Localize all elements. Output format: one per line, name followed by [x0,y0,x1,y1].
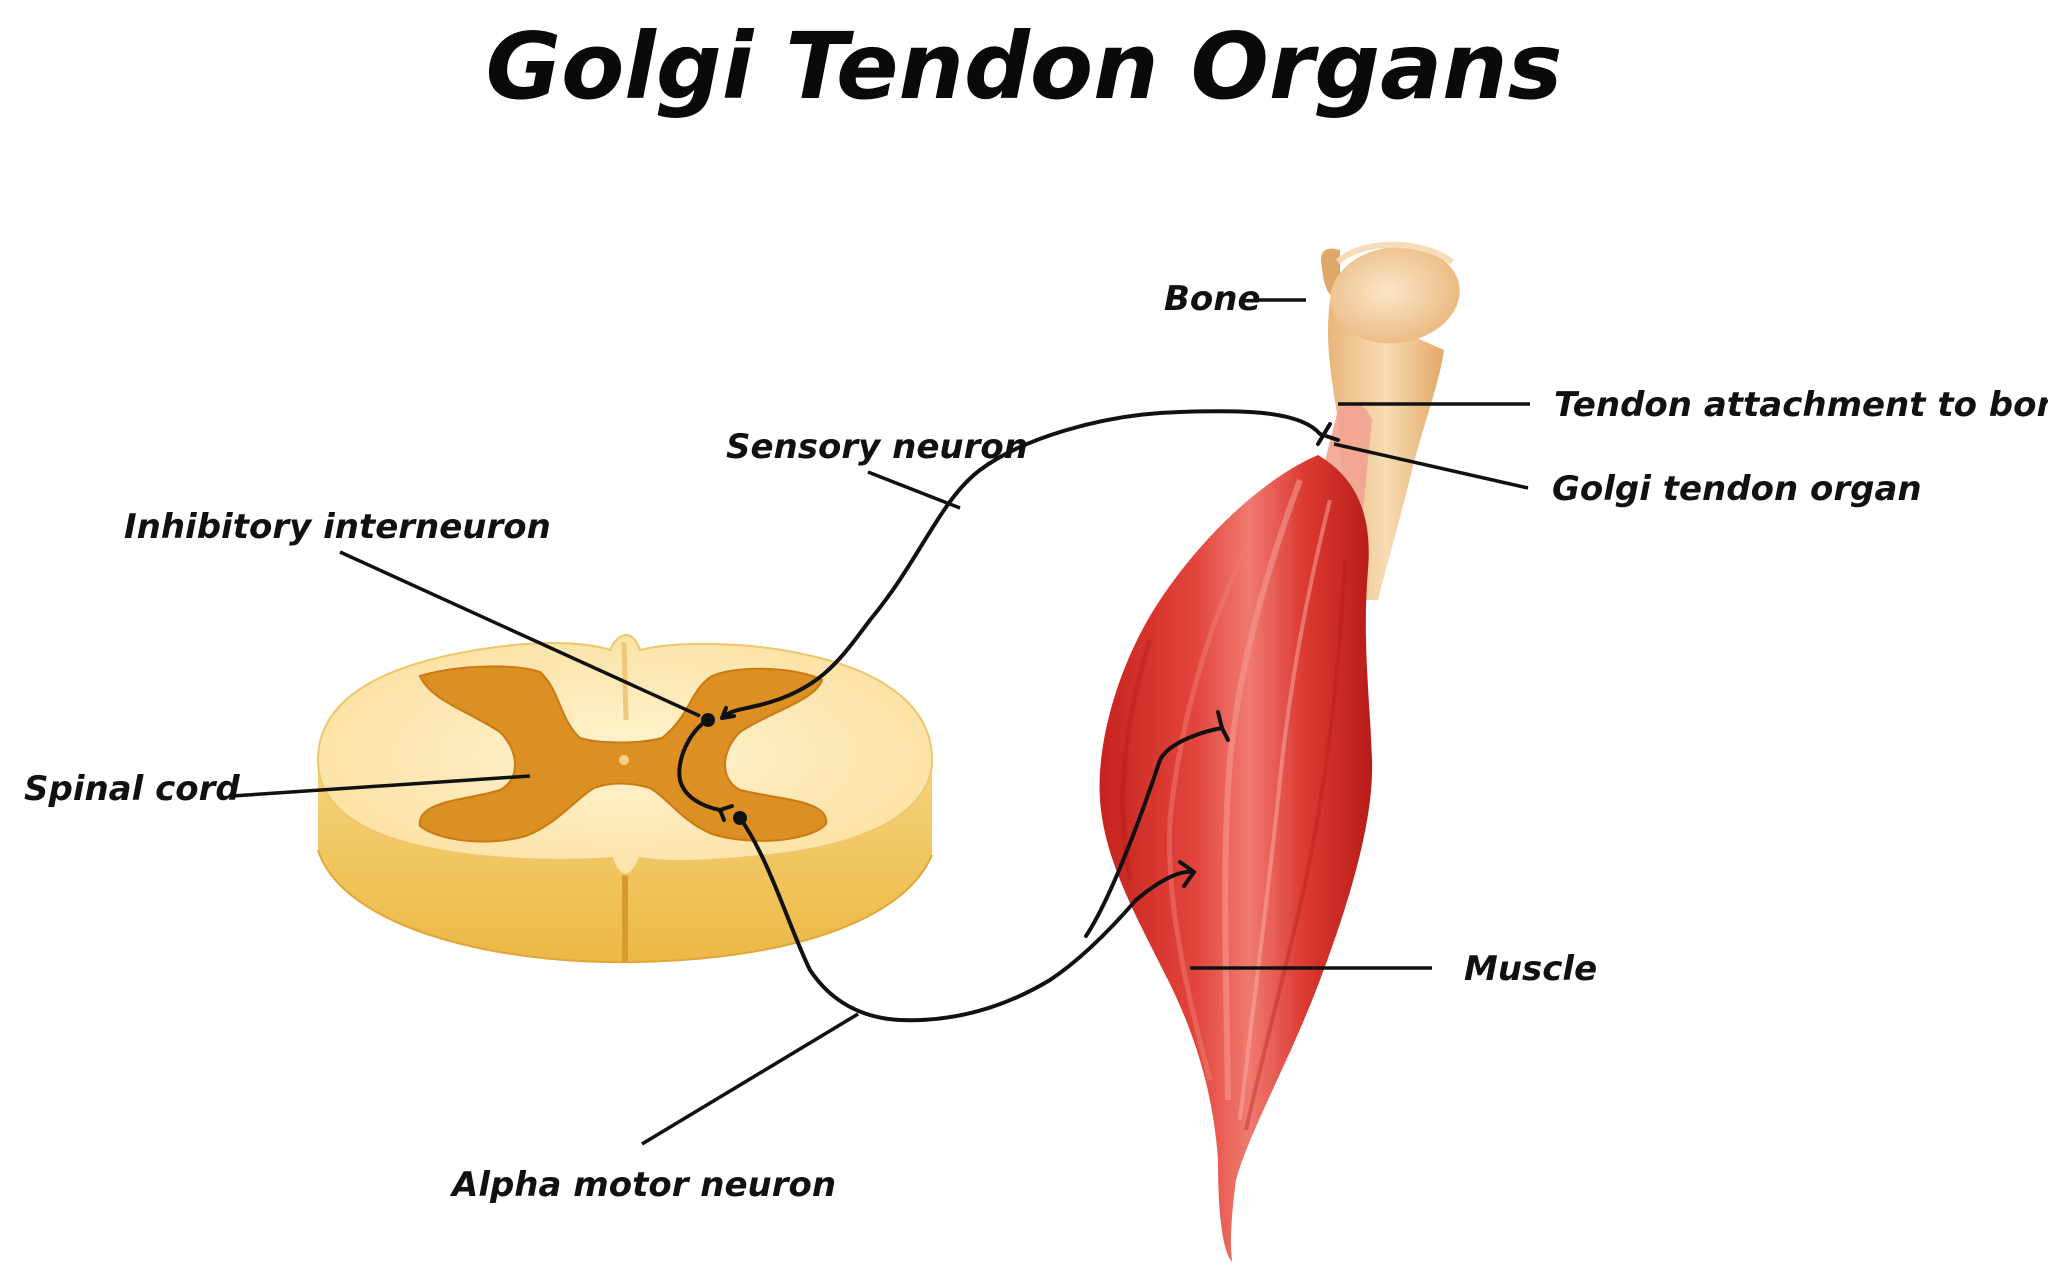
muscle-illustration [1099,404,1373,1262]
inhibitory-interneuron-leader [339,550,701,718]
label-alpha-motor-neuron: Alpha motor neuron [449,1165,836,1205]
motor-end-plate [1178,860,1196,888]
label-spinal-cord: Spinal cord [24,769,240,809]
label-inhibitory-interneuron: Inhibitory interneuron [124,507,551,547]
label-muscle: Muscle [1464,949,1597,989]
alpha-motor-neuron-path [738,816,1196,1023]
alpha-motor-neuron-leader [641,1012,859,1146]
label-sensory-neuron: Sensory neuron [726,427,1028,467]
sensory-neuron-path [720,409,1322,720]
label-bone: Bone [1164,279,1261,319]
spinal-cord-leader [231,774,531,798]
golgi-tendon-organ-leader [1333,442,1529,490]
sensory-neuron-leader [867,470,961,510]
label-golgi-tendon-organ: Golgi tendon organ [1552,469,1922,509]
spinal-cord-illustration [316,634,934,964]
page-title: Golgi Tendon Organs [486,13,1563,120]
inhibitory-interneuron-path [677,718,722,812]
golgi-tendon-organ-ending [1316,422,1340,446]
interneuron-cell-body [701,713,715,727]
motor-end-plate [1216,710,1230,742]
label-tendon-attachment: Tendon attachment to bone [1554,385,2048,425]
